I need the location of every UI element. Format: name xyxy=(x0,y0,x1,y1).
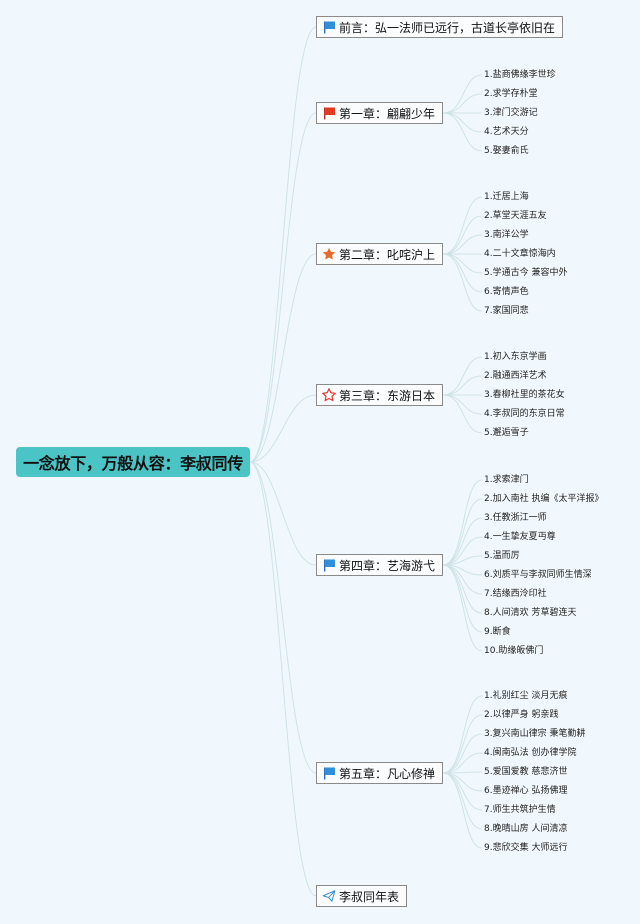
root-topic[interactable]: 一念放下，万般从容：李叔同传 xyxy=(16,447,250,477)
subtopic-item[interactable]: 3.南洋公学 xyxy=(484,230,529,240)
subtopic-item[interactable]: 5.爱国爱教 慈悲济世 xyxy=(484,767,568,777)
subtopic-item[interactable]: 10.助缘皈佛门 xyxy=(484,646,544,656)
chapter-label: 第二章：叱咤沪上 xyxy=(339,247,436,262)
chapter-label: 前言：弘一法师已远行，古道长亭依旧在 xyxy=(339,20,556,35)
connector-line xyxy=(249,112,317,463)
connector-line xyxy=(442,772,483,849)
connector-line xyxy=(442,714,483,774)
subtopic-item[interactable]: 1.迁居上海 xyxy=(484,192,529,202)
subtopic-item[interactable]: 9.断食 xyxy=(484,627,511,637)
connector-line xyxy=(442,93,483,114)
subtopic-item[interactable]: 4.李叔同的东京日常 xyxy=(484,409,565,419)
blue-flag-icon xyxy=(322,766,336,780)
connector-line xyxy=(249,461,317,774)
chapter-node-4[interactable]: 第三章：东游日本 xyxy=(316,384,444,406)
subtopic-item[interactable]: 5.学通古今 兼容中外 xyxy=(484,268,568,278)
connector-line xyxy=(249,461,317,897)
chapter-label: 第一章：翩翩少年 xyxy=(339,106,436,121)
subtopic-item[interactable]: 2.以律严身 躬亲践 xyxy=(484,710,559,720)
connector-line xyxy=(249,461,317,566)
subtopic-item[interactable]: 1.求索津门 xyxy=(484,475,529,485)
subtopic-item[interactable]: 1.初入东京学画 xyxy=(484,352,547,362)
connector-line xyxy=(442,394,483,415)
connector-line xyxy=(442,112,483,133)
subtopic-item[interactable]: 3.任教浙江一师 xyxy=(484,513,547,523)
connector-line xyxy=(442,752,483,774)
subtopic-item[interactable]: 6.刘质平与李叔同师生情深 xyxy=(484,570,592,580)
paper-plane-icon xyxy=(322,889,336,903)
chapter-label: 第五章：凡心修禅 xyxy=(339,766,436,781)
connector-line xyxy=(442,375,483,396)
subtopic-item[interactable]: 5.邂逅雪子 xyxy=(484,428,529,438)
subtopic-item[interactable]: 7.家国同悲 xyxy=(484,306,529,316)
connector-line xyxy=(442,733,483,774)
subtopic-item[interactable]: 1.盐商佛缘李世珍 xyxy=(484,70,556,80)
connector-line xyxy=(442,695,483,774)
subtopic-item[interactable]: 3.春柳社里的茶花女 xyxy=(484,390,565,400)
connector-line xyxy=(442,112,483,152)
connector-line xyxy=(442,356,483,396)
red-flag-icon xyxy=(322,106,336,120)
subtopic-item[interactable]: 5.温而厉 xyxy=(484,551,520,561)
connector-line xyxy=(442,536,483,566)
subtopic-item[interactable]: 4.二十文章惊海内 xyxy=(484,249,556,259)
subtopic-item[interactable]: 4.艺术天分 xyxy=(484,127,529,137)
connector-line xyxy=(442,253,483,312)
connector-line xyxy=(442,253,483,274)
subtopic-item[interactable]: 2.加入南社 执编《太平洋报》 xyxy=(484,494,604,504)
blue-flag-icon xyxy=(322,20,336,34)
connector-line xyxy=(442,564,483,652)
connector-line xyxy=(442,234,483,255)
connector-line xyxy=(442,74,483,114)
chapter-label: 第四章：艺海游弋 xyxy=(339,558,436,573)
subtopic-item[interactable]: 2.融通西洋艺术 xyxy=(484,371,547,381)
chapter-node-5[interactable]: 第四章：艺海游弋 xyxy=(316,554,444,576)
subtopic-item[interactable]: 3.复兴南山律宗 秉笔勤耕 xyxy=(484,729,586,739)
subtopic-item[interactable]: 2.草堂天涯五友 xyxy=(484,211,547,221)
subtopic-item[interactable]: 2.求学存朴堂 xyxy=(484,89,538,99)
connector-line xyxy=(442,253,483,293)
subtopic-item[interactable]: 3.津门交游记 xyxy=(484,108,538,118)
chapter-label: 第三章：东游日本 xyxy=(339,388,436,403)
connector-line xyxy=(442,394,483,434)
connector-line xyxy=(249,26,317,463)
connector-line xyxy=(442,215,483,255)
blue-flag-icon xyxy=(322,558,336,572)
subtopic-item[interactable]: 4.一生挚友夏丏尊 xyxy=(484,532,556,542)
subtopic-item[interactable]: 5.娶妻俞氏 xyxy=(484,146,529,156)
connector-line xyxy=(249,253,317,463)
chapter-node-3[interactable]: 第二章：叱咤沪上 xyxy=(316,243,444,265)
subtopic-item[interactable]: 7.结缘西泠印社 xyxy=(484,589,547,599)
connector-line xyxy=(442,498,483,566)
connector-line xyxy=(442,479,483,566)
orange-star-icon xyxy=(322,247,336,261)
chapter-node-2[interactable]: 第一章：翩翩少年 xyxy=(316,102,444,124)
connector-line xyxy=(442,772,483,811)
subtopic-item[interactable]: 8.晚晴山房 人间清凉 xyxy=(484,824,568,834)
connector-line xyxy=(249,394,317,463)
chapter-node-7[interactable]: 李叔同年表 xyxy=(316,885,408,907)
red-outline-star-icon xyxy=(322,388,336,402)
subtopic-item[interactable]: 6.寄情声色 xyxy=(484,287,529,297)
subtopic-item[interactable]: 6.墨迹禅心 弘扬佛理 xyxy=(484,786,568,796)
subtopic-item[interactable]: 4.闽南弘法 创办律学院 xyxy=(484,748,577,758)
chapter-label: 李叔同年表 xyxy=(339,889,400,904)
subtopic-item[interactable]: 7.师生共筑护生情 xyxy=(484,805,556,815)
subtopic-item[interactable]: 8.人间清欢 芳草碧连天 xyxy=(484,608,577,618)
chapter-node-6[interactable]: 第五章：凡心修禅 xyxy=(316,762,444,784)
subtopic-item[interactable]: 9.悲欣交集 大师远行 xyxy=(484,843,568,853)
subtopic-item[interactable]: 1.礼别红尘 淡月无痕 xyxy=(484,691,568,701)
chapter-node-1[interactable]: 前言：弘一法师已远行，古道长亭依旧在 xyxy=(316,16,564,38)
